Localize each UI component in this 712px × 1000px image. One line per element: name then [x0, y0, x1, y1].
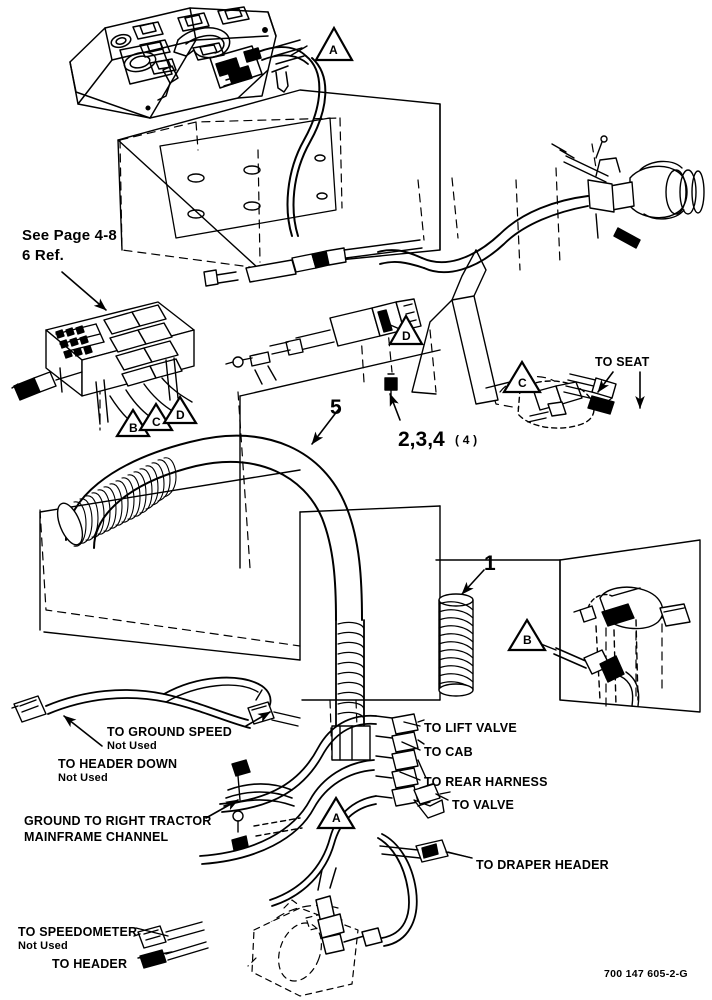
leader-see-page [61, 271, 107, 311]
callout-a-top-shape [314, 25, 354, 62]
label-to-rear-harness: TO REAR HARNESS [424, 775, 548, 789]
callout-c-panel-letter: C [152, 415, 161, 429]
leader-a-top [289, 45, 308, 57]
callout-d-panel-shape [162, 394, 198, 425]
label-to-draper-header: TO DRAPER HEADER [476, 858, 609, 872]
label-mainframe-channel: MAINFRAME CHANNEL [24, 830, 169, 844]
callout-a-bottom-letter: A [332, 811, 341, 825]
item-callout-1: 1 [484, 552, 496, 575]
label-to-speedometer-sub: Not Used [18, 940, 68, 952]
leader-to-seat-1 [597, 371, 614, 393]
label-to-header: TO HEADER [52, 957, 128, 971]
item-callout-5: 5 [330, 396, 342, 419]
label-to-header-down-sub: Not Used [58, 772, 108, 784]
callout-d-mid-letter: D [402, 329, 411, 343]
label-to-lift-valve: TO LIFT VALVE [424, 721, 517, 735]
callout-c-right-shape [502, 359, 542, 394]
item-callout-234: 2,3,4 [398, 428, 445, 451]
callout-a-top-letter: A [329, 43, 338, 57]
label-to-ground-speed: TO GROUND SPEED [107, 725, 233, 739]
reference-note-line2: 6 Ref. [22, 247, 65, 264]
callout-b-panel-letter: B [129, 421, 138, 435]
label-to-seat: TO SEAT [595, 355, 650, 369]
triangle-callouts [115, 25, 547, 830]
label-to-cab: TO CAB [424, 745, 473, 759]
leader-ground-speed [245, 711, 271, 727]
callout-a-bottom-shape [316, 795, 356, 830]
callout-d-panel-letter: D [176, 408, 185, 422]
label-to-speedometer: TO SPEEDOMETER [18, 925, 138, 939]
seat-harness [517, 373, 617, 429]
leader-item1 [461, 569, 485, 595]
callout-b-right-shape [507, 617, 547, 652]
connector-stack [375, 713, 445, 819]
leader-item5 [311, 409, 339, 445]
fuse-control-box [11, 301, 195, 427]
callout-d-mid-shape [388, 313, 424, 346]
right-sensor-assembly [553, 586, 691, 707]
callout-c-right-letter: C [518, 376, 527, 390]
coiled-cable-item1 [438, 593, 474, 697]
part-number: 700 147 605-2-G [604, 968, 688, 980]
leader-ground-right [205, 799, 239, 819]
leader-item234 [389, 393, 401, 421]
item-callout-234-qty: ( 4 ) [455, 433, 478, 447]
reference-note-line1: See Page 4-8 [22, 227, 117, 244]
callout-b-right-letter: B [523, 633, 532, 647]
label-to-header-down: TO HEADER DOWN [58, 757, 178, 771]
control-console [69, 6, 309, 119]
drive-hub [551, 135, 705, 249]
corrugated-hose [56, 434, 371, 761]
label-to-ground-speed-sub: Not Used [107, 740, 157, 752]
label-ground-to-right-tractor: GROUND TO RIGHT TRACTOR [24, 814, 212, 828]
label-to-valve: TO VALVE [452, 798, 515, 812]
leader-header-down [63, 715, 103, 747]
